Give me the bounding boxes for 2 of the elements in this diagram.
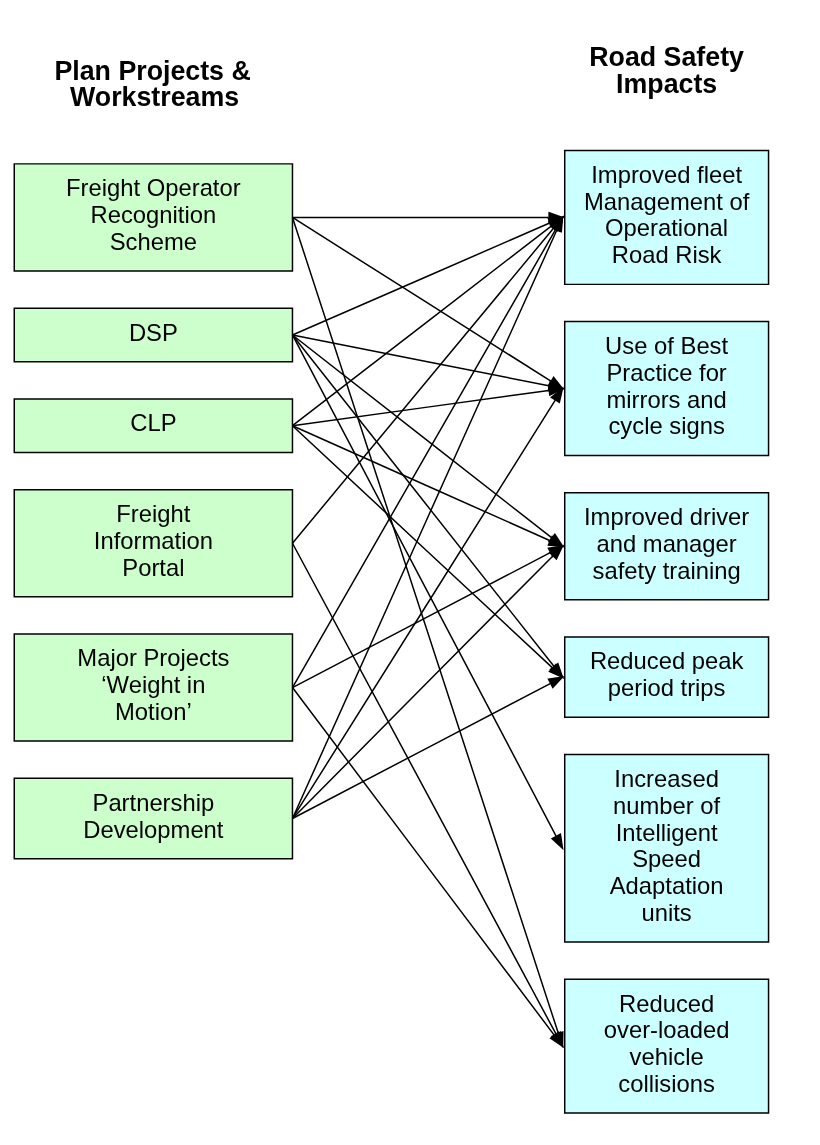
label: Plan Projects & Workstreams xyxy=(54,55,251,112)
label: Road Safety Impacts xyxy=(589,41,744,99)
